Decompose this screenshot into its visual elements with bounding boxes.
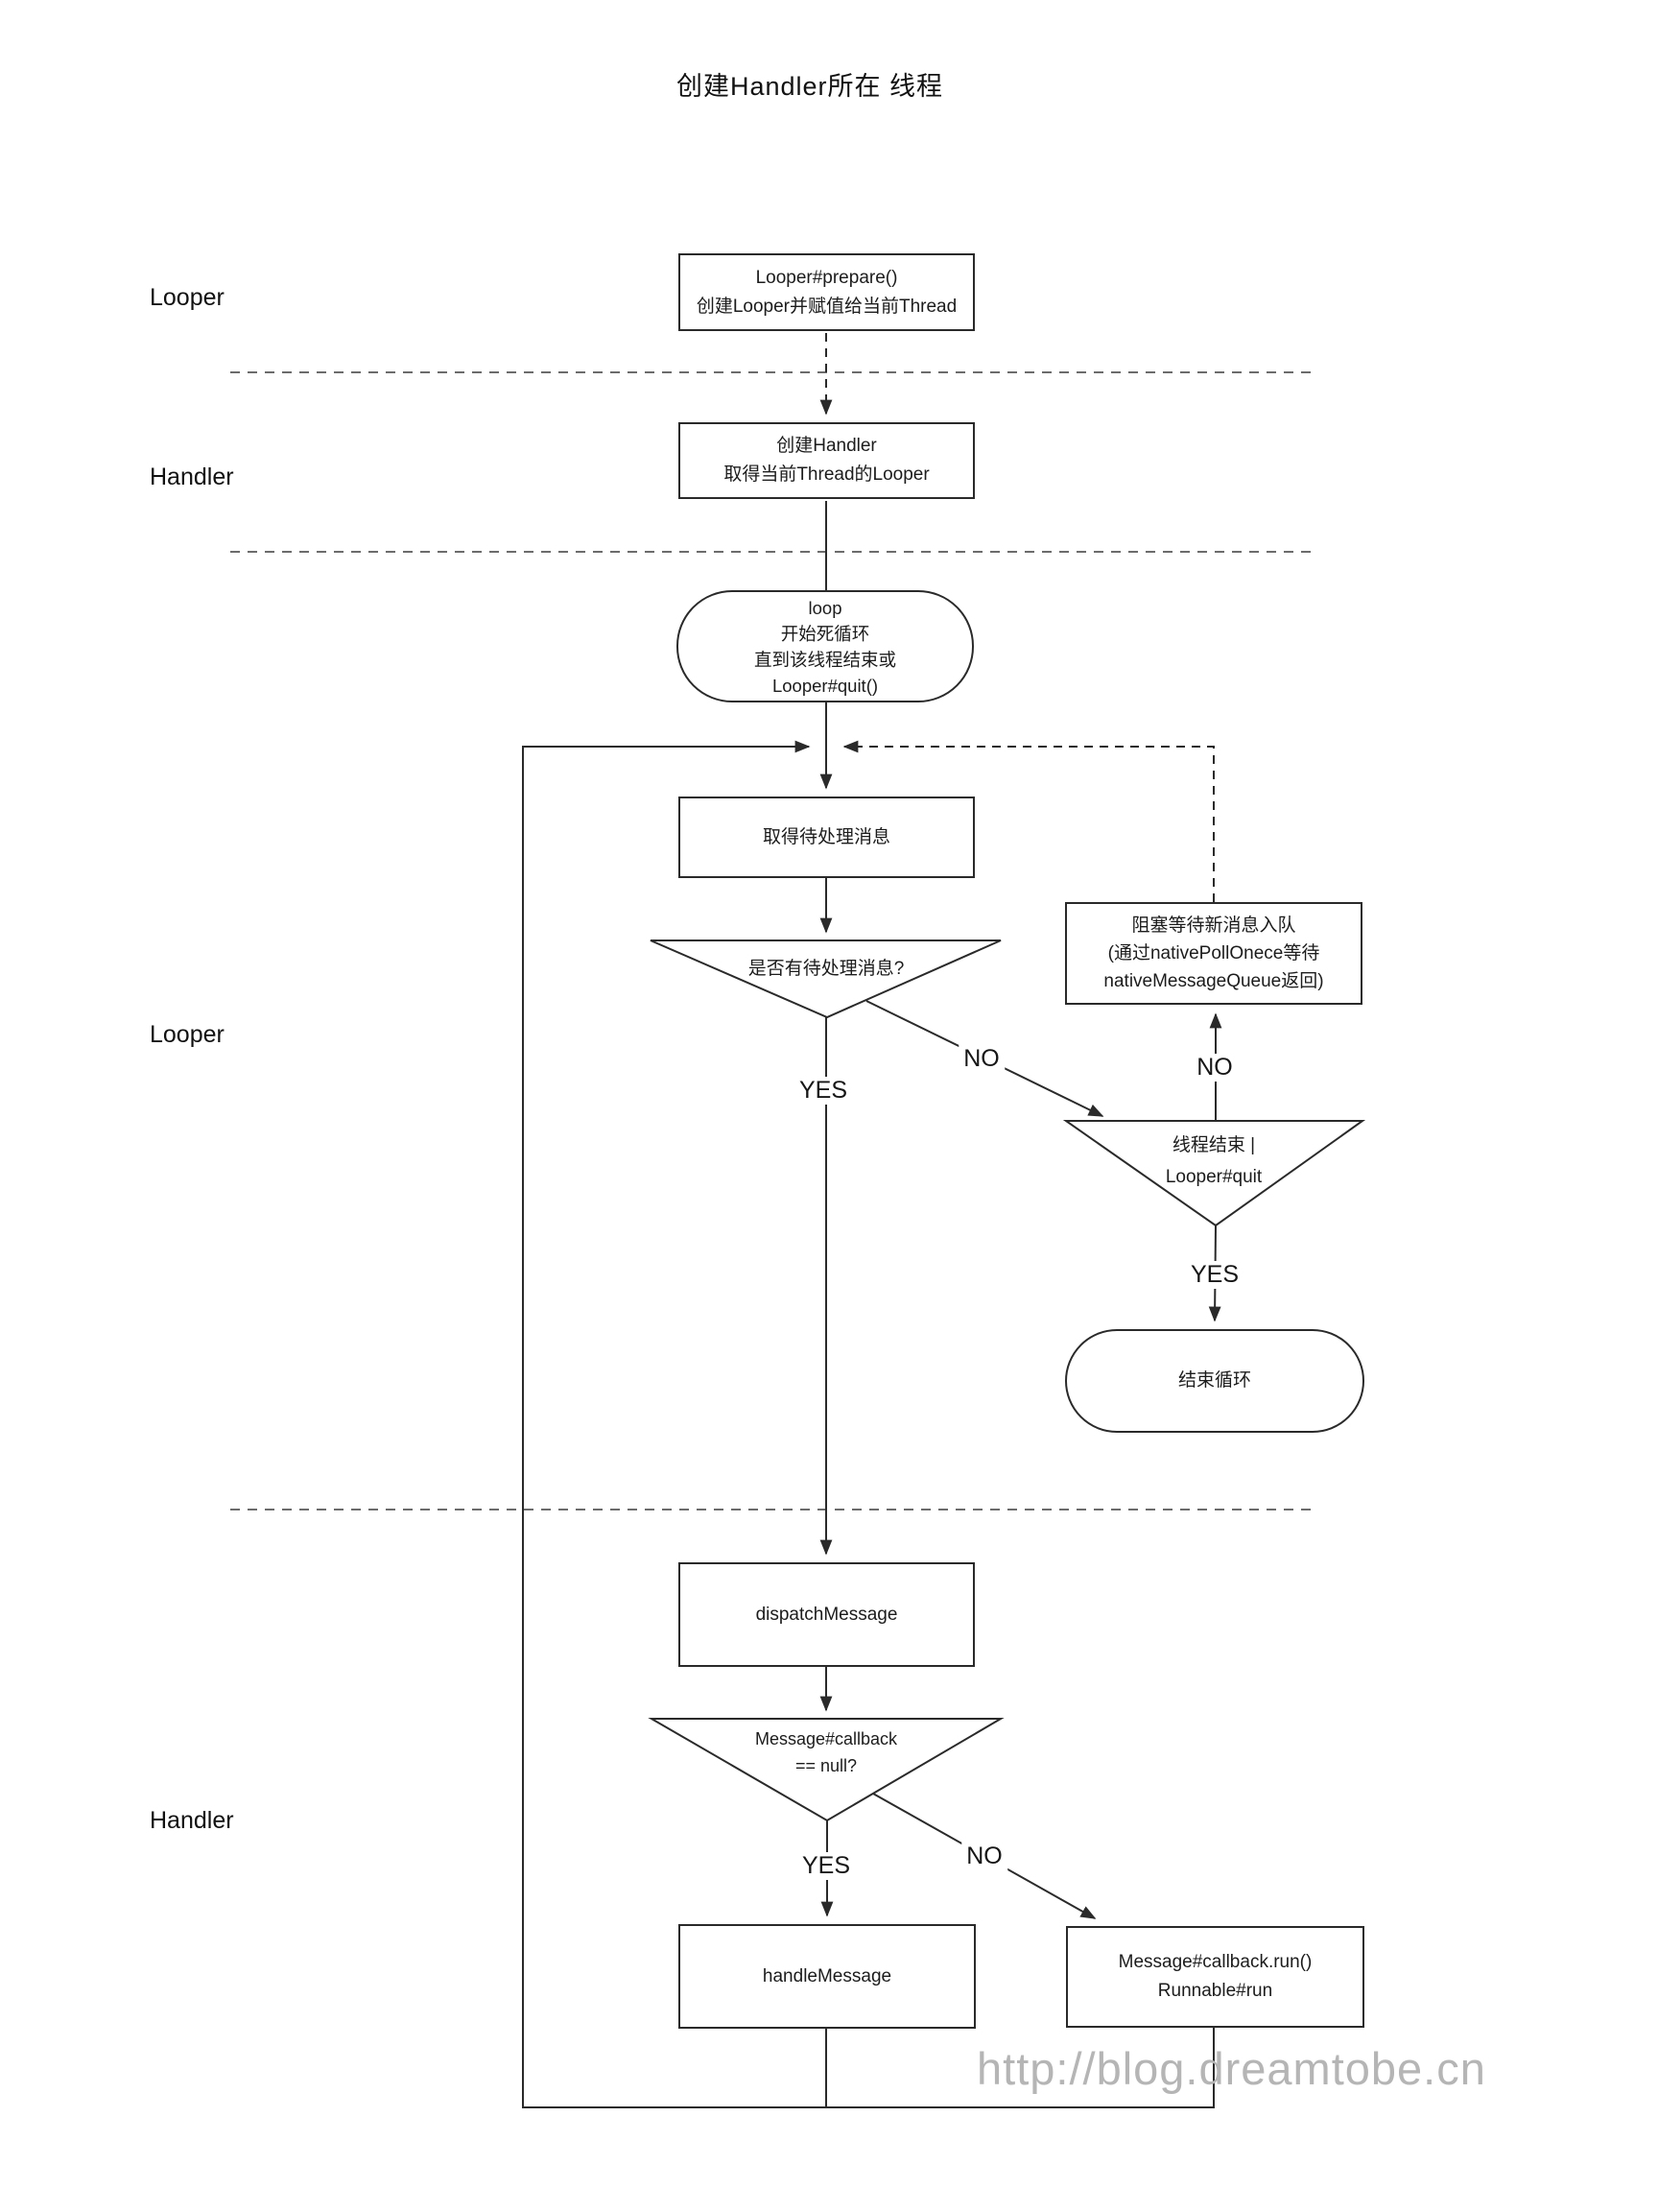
node-block-wait: 阻塞等待新消息入队 (通过nativePollOnece等待 nativeMes… [1065,902,1362,1005]
lane-label-looper-2: Looper [150,1021,225,1048]
node-callback-run: Message#callback.run() Runnable#run [1066,1926,1364,2028]
branch-label-yes-2: YES [1185,1261,1244,1289]
branch-label-no-1: NO [959,1045,1005,1073]
lane-label-handler-2: Handler [150,1807,234,1834]
lane-label-handler-1: Handler [150,464,234,490]
decision-has-message-label: 是否有待处理消息? [747,959,905,979]
node-get-message: 取得待处理消息 [678,797,975,878]
node-end-loop: 结束循环 [1065,1329,1364,1433]
branch-label-no-3: NO [961,1843,1007,1870]
decision-callback-null-shape [648,1718,1005,1822]
edge-blockwait-return [842,740,1215,902]
watermark-url: http://blog.dreamtobe.cn [977,2043,1486,2094]
decision-callback-null-label: Message#callback == null? [754,1729,898,1775]
decision-thread-end-shape [1062,1120,1366,1227]
decision-has-message-shape [650,940,1002,1019]
node-handle-message: handleMessage [678,1924,976,2029]
lane-label-looper-1: Looper [150,284,225,311]
node-loop: loop 开始死循环 直到该线程结束或 Looper#quit() [676,590,974,702]
branch-label-yes-1: YES [793,1077,853,1105]
edge-loopback-left [522,740,1215,2108]
branch-label-no-2: NO [1192,1054,1238,1082]
branch-label-yes-3: YES [796,1852,856,1880]
diagram-title: 创建Handler所在 线程 [675,72,944,101]
decision-thread-end-label: 线程结束 | Looper#quit [1165,1135,1263,1187]
node-dispatch-message: dispatchMessage [678,1562,975,1667]
node-create-handler: 创建Handler 取得当前Thread的Looper [678,422,975,499]
node-looper-prepare: Looper#prepare() 创建Looper并赋值给当前Thread [678,253,975,331]
